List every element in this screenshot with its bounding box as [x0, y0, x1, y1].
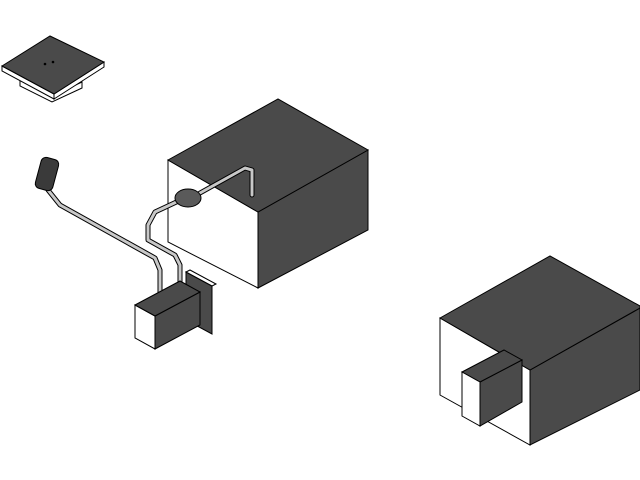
inner-box-front: [461, 371, 481, 427]
pipe-to-tank-fill: [146, 196, 187, 292]
pipe-assembly: [34, 156, 255, 303]
pump-motor: [34, 156, 60, 192]
small-pump-box: [133, 269, 218, 350]
plate-top: [1, 35, 106, 95]
pump-box-top: [133, 280, 202, 317]
pipe-vertical-riser-fill: [198, 166, 254, 197]
plate-hole: [43, 62, 47, 66]
mounting-plate-edge: [184, 269, 218, 287]
square-plate-model: [1, 35, 106, 103]
pipe-valve: [174, 188, 202, 208]
open-box-enclosure: [438, 255, 640, 446]
plate-hole: [51, 60, 55, 64]
pipe-long-run-fill: [46, 188, 162, 302]
